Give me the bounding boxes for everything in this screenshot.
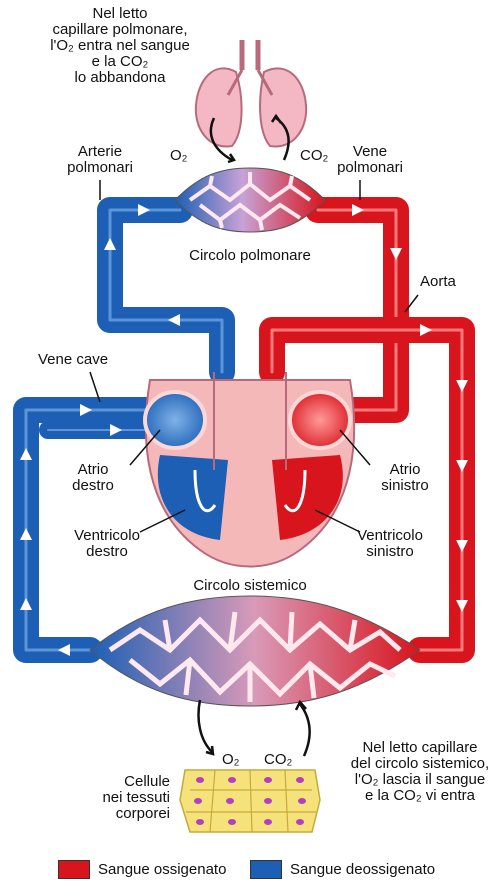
atrio-destro-label: Atrio destro bbox=[58, 462, 128, 494]
ventricolo-sinistro-label: Ventricolo sinistro bbox=[345, 528, 435, 560]
arterie-polmonari-label: Arterie polmonari bbox=[55, 144, 145, 176]
systemic-note: Nel letto capillare del circolo sistemic… bbox=[340, 740, 500, 804]
body-cells bbox=[180, 770, 320, 832]
systemic-capillary-bed bbox=[90, 596, 420, 706]
circolo-sistemico-label: Circolo sistemico bbox=[170, 578, 330, 594]
legend-deoxygenated: Sangue deossigenato bbox=[250, 860, 435, 879]
legend-label-deoxygenated: Sangue deossigenato bbox=[290, 861, 435, 878]
o2-bottom-label: O₂ bbox=[222, 752, 240, 768]
heart bbox=[145, 372, 354, 567]
cellule-label: Cellule nei tessuti corporei bbox=[80, 774, 170, 822]
vene-cave-label: Vene cave bbox=[38, 352, 108, 368]
bottom-exchange-arrows bbox=[199, 700, 310, 756]
atrio-sinistro-label: Atrio sinistro bbox=[370, 462, 440, 494]
vene-polmonari-label: Vene polmonari bbox=[330, 144, 410, 176]
aorta-label: Aorta bbox=[420, 274, 456, 290]
legend-swatch-deoxygenated bbox=[250, 860, 282, 879]
co2-top-label: CO₂ bbox=[300, 148, 328, 164]
legend-label-oxygenated: Sangue ossigenato bbox=[98, 861, 226, 878]
circolo-polmonare-label: Circolo polmonare bbox=[170, 248, 330, 264]
ventricolo-destro-label: Ventricolo destro bbox=[62, 528, 152, 560]
lung-note: Nel letto capillare polmonare, l'O₂ entr… bbox=[40, 6, 200, 86]
co2-bottom-label: CO₂ bbox=[264, 752, 292, 768]
pulmonary-capillary-bed bbox=[175, 168, 325, 232]
o2-top-label: O₂ bbox=[170, 148, 188, 164]
lungs bbox=[196, 40, 306, 147]
legend-oxygenated: Sangue ossigenato bbox=[58, 860, 226, 879]
legend-swatch-oxygenated bbox=[58, 860, 90, 879]
